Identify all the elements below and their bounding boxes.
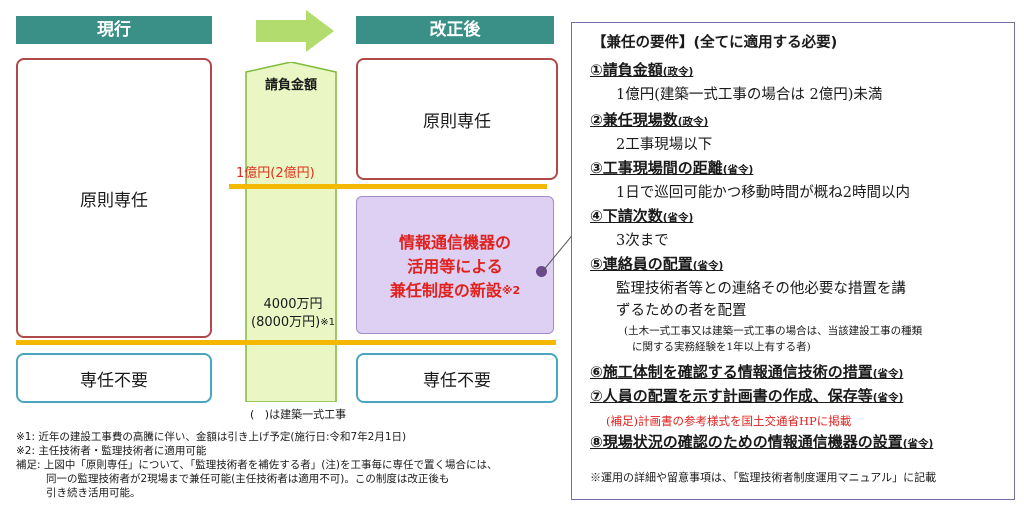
current-header: 現行 <box>16 16 212 44</box>
req-4-title: ④下請次数(省令) <box>590 207 694 225</box>
right-arrow-icon <box>256 10 334 52</box>
current-no-full-time-box: 専任不要 <box>16 353 212 403</box>
req-7-title: ⑦人員の配置を示す計画書の作成、保存等(省令) <box>590 387 904 405</box>
revised-principle-full-time-box: 原則専任 <box>356 58 558 180</box>
contract-amount-label: 請負金額 <box>264 78 317 93</box>
req-5-small-1: (土木一式工事又は建築一式工事の場合は、当該建設工事の種類 <box>624 325 923 337</box>
req-8-title: ⑧現場状況の確認のための情報通信機器の設置(省令) <box>590 433 934 451</box>
footnotes: ※1: 近年の建設工事費の高騰に伴い、金額は引き上げ予定(施行日:令和7年2月1… <box>16 430 497 500</box>
supplement-line-1: 補足: 上図中「原則専任」について、「監理技術者を補佐する者」(注)を工事毎に専… <box>16 459 498 471</box>
connector-dot <box>536 266 547 277</box>
paren-note: ( )は建築一式工事 <box>250 408 347 421</box>
requirements-panel: 【兼任の要件】(全てに適用する必要) ①請負金額(政令) 1億円(建築一式工事の… <box>571 22 1015 500</box>
new-system-line-2: 活用等による <box>407 257 503 276</box>
req-1-detail: 1億円(建築一式工事の場合は 2億円)未満 <box>616 87 883 103</box>
current-principle-label: 原則専任 <box>80 190 148 211</box>
req-5-detail-1: 監理技術者等との連絡その他必要な措置を講 <box>616 281 906 297</box>
req-3-detail: 1日で巡回可能かつ移動時間が概ね2時間以内 <box>616 185 910 201</box>
req-5-title: ⑤連絡員の配置(省令) <box>590 255 724 273</box>
req-3-title: ③工事現場間の距離(省令) <box>590 159 754 177</box>
threshold-low-label: 4000万円 (8000万円)※1 <box>228 296 358 332</box>
req-7-supplement: (補足)計画書の参考様式を国土交通省HPに掲載 <box>606 414 852 428</box>
current-principle-full-time-box: 原則専任 <box>16 58 212 338</box>
req-5-small-2: に関する実務経験を1年以上有する者) <box>632 341 811 353</box>
new-concurrent-system-box: 情報通信機器の 活用等による 兼任制度の新設※2 <box>356 196 554 334</box>
threshold-line-high <box>229 184 547 189</box>
new-system-line-1: 情報通信機器の <box>398 233 511 252</box>
footnote-2: ※2: 主任技術者・監理技術者に適用可能 <box>16 445 207 457</box>
threshold-line-low <box>16 340 556 345</box>
threshold-high-label: 1億円(2億円) <box>236 166 315 181</box>
revised-header: 改正後 <box>356 16 554 44</box>
req-2-detail: 2工事現場以下 <box>616 137 713 153</box>
req-6-title: ⑥施工体制を確認する情報通信技術の措置(省令) <box>590 363 904 381</box>
req-1-title: ①請負金額(政令) <box>590 61 694 79</box>
supplement-line-2: 同一の監理技術者が2現場まで兼任可能(主任技術者は適用不可)。この制度は改正後も <box>46 473 450 485</box>
new-system-line-3: 兼任制度の新設 <box>389 281 502 300</box>
requirements-title: 【兼任の要件】(全てに適用する必要) <box>592 35 838 51</box>
contract-amount-up-arrow <box>245 62 337 402</box>
current-no-full-time-label: 専任不要 <box>80 370 148 391</box>
footnote-1: ※1: 近年の建設工事費の高騰に伴い、金額は引き上げ予定(施行日:令和7年2月1… <box>16 431 407 443</box>
revised-principle-label: 原則専任 <box>423 111 491 132</box>
new-system-mark: ※2 <box>501 284 521 297</box>
supplement-line-3: 引き続き活用可能。 <box>46 487 141 499</box>
req-2-title: ②兼任現場数(政令) <box>590 111 709 129</box>
revised-no-full-time-box: 専任不要 <box>356 353 558 403</box>
threshold-low-line-1: 4000万円 <box>263 297 323 312</box>
req-5-detail-2: ずるための者を配置 <box>616 303 747 319</box>
req-4-detail: 3次まで <box>616 233 669 249</box>
requirements-footer: ※運用の詳細や留意事項は、「監理技術者制度運用マニュアル」に記載 <box>590 471 937 484</box>
threshold-low-mark: ※1 <box>320 317 335 328</box>
revised-no-full-time-label: 専任不要 <box>423 370 491 391</box>
threshold-low-line-2: (8000万円) <box>251 315 321 330</box>
